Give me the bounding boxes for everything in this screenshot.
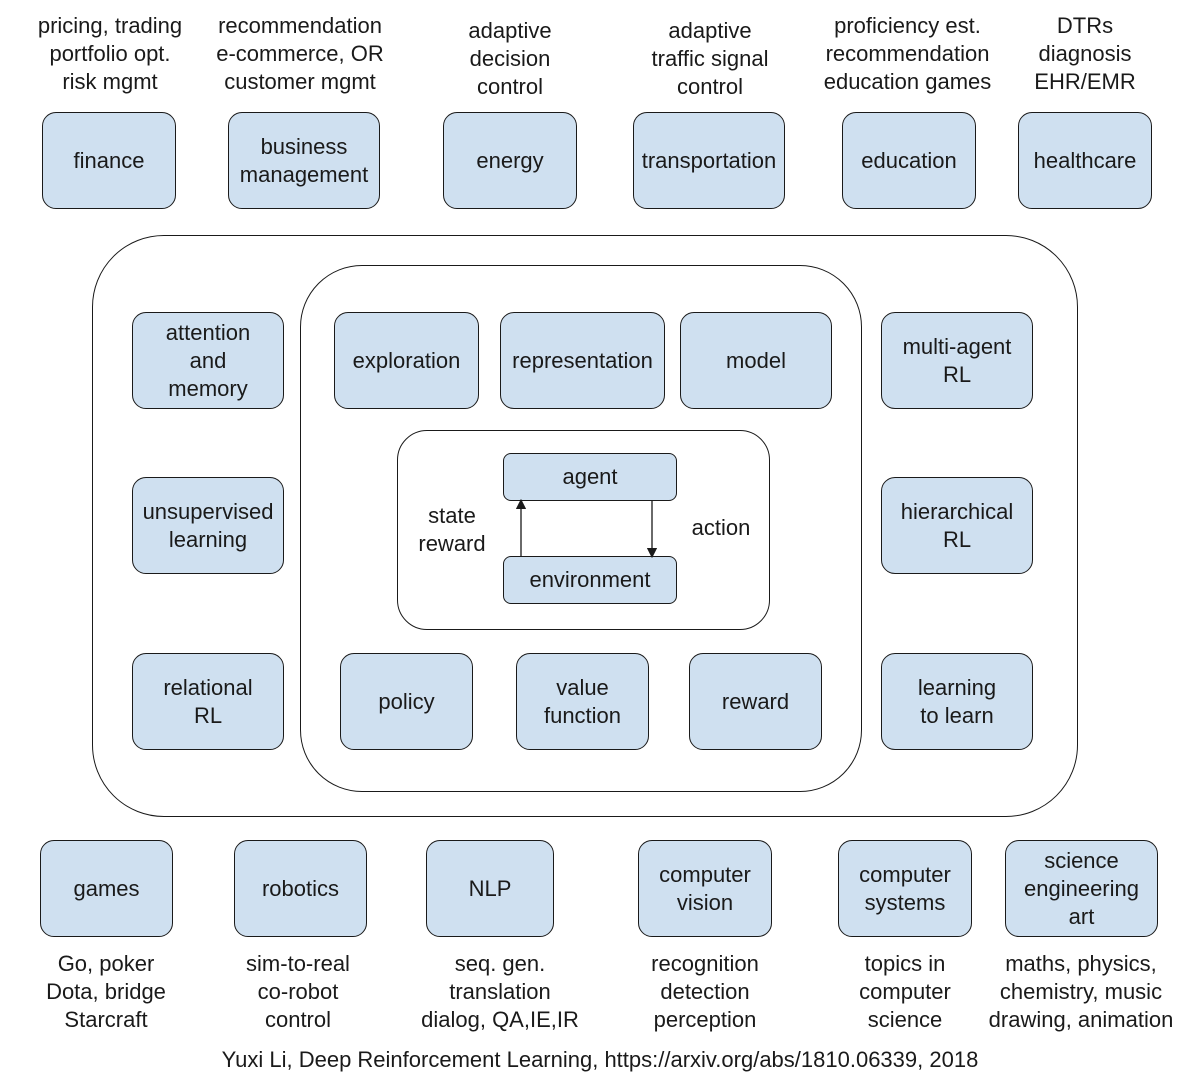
business-management-box: business management: [228, 112, 380, 209]
nlp-box: NLP: [426, 840, 554, 937]
action-label: action: [691, 515, 751, 540]
healthcare-description: DTRs diagnosis EHR/EMR: [1034, 13, 1136, 94]
robotics-description: sim-to-real co-robot control: [246, 951, 350, 1032]
multi-agent-rl-box: multi-agent RL: [881, 312, 1033, 409]
reward-box: reward: [689, 653, 822, 750]
hierarchical-rl-box: hierarchical RL: [881, 477, 1033, 574]
energy-description: adaptive decision control: [468, 18, 552, 99]
outer-mechanisms-frame: [92, 235, 1078, 817]
agent-box: agent: [503, 453, 677, 501]
computer-systems-box: computer systems: [838, 840, 972, 937]
inner-elements-frame: [300, 265, 862, 792]
science-engineering-art-description: maths, physics, chemistry, music drawing…: [988, 951, 1174, 1032]
healthcare-box: healthcare: [1018, 112, 1152, 209]
relational-rl-box: relational RL: [132, 653, 284, 750]
business-management-description: recommendation e-commerce, OR customer m…: [216, 13, 384, 94]
computer-vision-box: computer vision: [638, 840, 772, 937]
policy-box: policy: [340, 653, 473, 750]
finance-box: finance: [42, 112, 176, 209]
finance-description: pricing, trading portfolio opt. risk mgm…: [37, 13, 183, 94]
exploration-box: exploration: [334, 312, 479, 409]
transportation-box: transportation: [633, 112, 785, 209]
state-reward-label: state reward: [418, 503, 486, 556]
nlp-description: seq. gen. translation dialog, QA,IE,IR: [421, 951, 579, 1032]
games-description: Go, poker Dota, bridge Starcraft: [46, 951, 166, 1032]
computer-vision-description: recognition detection perception: [651, 951, 759, 1032]
computer-systems-description: topics in computer science: [859, 951, 951, 1032]
citation-footer: Yuxi Li, Deep Reinforcement Learning, ht…: [221, 1047, 979, 1072]
learning-to-learn-box: learning to learn: [881, 653, 1033, 750]
games-box: games: [40, 840, 173, 937]
education-description: proficiency est. recommendation educatio…: [823, 13, 992, 94]
robotics-box: robotics: [234, 840, 367, 937]
science-engineering-art-box: science engineering art: [1005, 840, 1158, 937]
model-box: model: [680, 312, 832, 409]
environment-box: environment: [503, 556, 677, 604]
representation-box: representation: [500, 312, 665, 409]
education-box: education: [842, 112, 976, 209]
transportation-description: adaptive traffic signal control: [651, 18, 769, 99]
unsupervised-learning-box: unsupervised learning: [132, 477, 284, 574]
attention-and-memory-box: attention and memory: [132, 312, 284, 409]
value-function-box: value function: [516, 653, 649, 750]
energy-box: energy: [443, 112, 577, 209]
